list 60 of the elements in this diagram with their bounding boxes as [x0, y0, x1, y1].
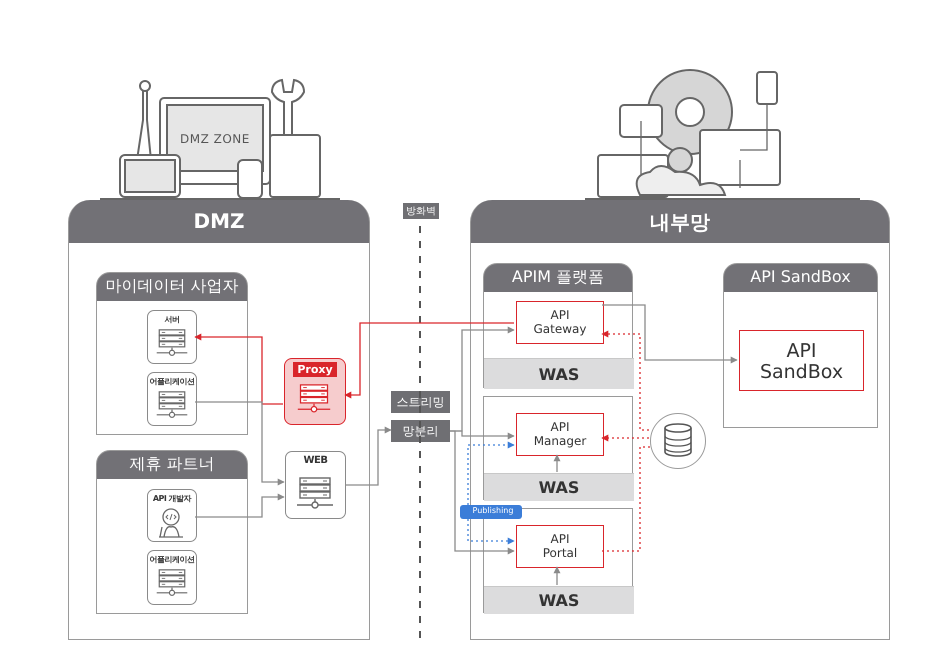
- group-box: [96, 272, 248, 435]
- server-band: [484, 358, 634, 389]
- publishing-badge: [460, 505, 522, 519]
- box-label: WEB: [302, 455, 328, 466]
- box-label: API SandBox: [758, 341, 844, 383]
- box-label: API Portal: [542, 532, 578, 560]
- zone-panel: [470, 200, 890, 640]
- zone-title: 내부망: [649, 209, 711, 236]
- server-box: [147, 310, 197, 364]
- arrow: [450, 430, 515, 440]
- arrow: [345, 426, 392, 486]
- arrow: [602, 304, 738, 364]
- box-label: 서버: [164, 314, 180, 325]
- zone-title: DMZ: [192, 209, 246, 233]
- band-label: WAS: [538, 364, 580, 384]
- badge-label: Publishing: [472, 506, 514, 515]
- arrow: [194, 334, 283, 405]
- group-title: 제휴 파트너: [128, 454, 216, 475]
- arrow: [601, 330, 649, 431]
- group-box: [723, 263, 878, 428]
- box-label: API 개발자: [152, 493, 192, 504]
- group-title: 마이데이터 사업자: [104, 276, 240, 297]
- box-label: Proxy: [293, 362, 337, 377]
- arrow: [195, 401, 285, 486]
- server-box: [147, 489, 197, 542]
- component-box: [516, 525, 604, 568]
- container-box: [483, 396, 633, 500]
- server-band: [484, 586, 634, 614]
- box-label: API Manager: [532, 420, 588, 448]
- box-label: 어플리케이션: [148, 554, 196, 565]
- arrow: [344, 322, 514, 398]
- box-label: API Gateway: [532, 308, 588, 336]
- group-box: [483, 263, 633, 388]
- arrow: [195, 494, 285, 518]
- component-box: [516, 413, 604, 456]
- arrow: [554, 454, 560, 472]
- arrow: [554, 566, 560, 585]
- server-box: [147, 550, 197, 605]
- band-label: WAS: [538, 478, 580, 497]
- firewall-label: 방화벽: [403, 203, 439, 219]
- server-box: [285, 451, 346, 519]
- box-label: 어플리케이션: [148, 376, 196, 387]
- screen-text: DMZ ZONE: [180, 132, 250, 146]
- tag-label: 스트리밍: [396, 394, 446, 411]
- band-label: WAS: [538, 591, 580, 610]
- tag-box: [391, 420, 450, 442]
- group-title: API SandBox: [749, 267, 852, 286]
- group-box: [96, 450, 248, 614]
- component-box: [739, 330, 864, 391]
- arrow: [601, 434, 649, 442]
- arrow: [467, 519, 515, 544]
- component-box: [516, 301, 604, 344]
- tag-label: 망분리: [402, 423, 440, 440]
- proxy-box: [284, 358, 346, 425]
- server-box: [147, 372, 197, 426]
- arrow: [467, 442, 515, 505]
- group-title: APIM 플랫폼: [510, 267, 606, 288]
- zone-panel: [68, 200, 370, 640]
- server-band: [484, 473, 634, 501]
- tag-box: [391, 391, 450, 413]
